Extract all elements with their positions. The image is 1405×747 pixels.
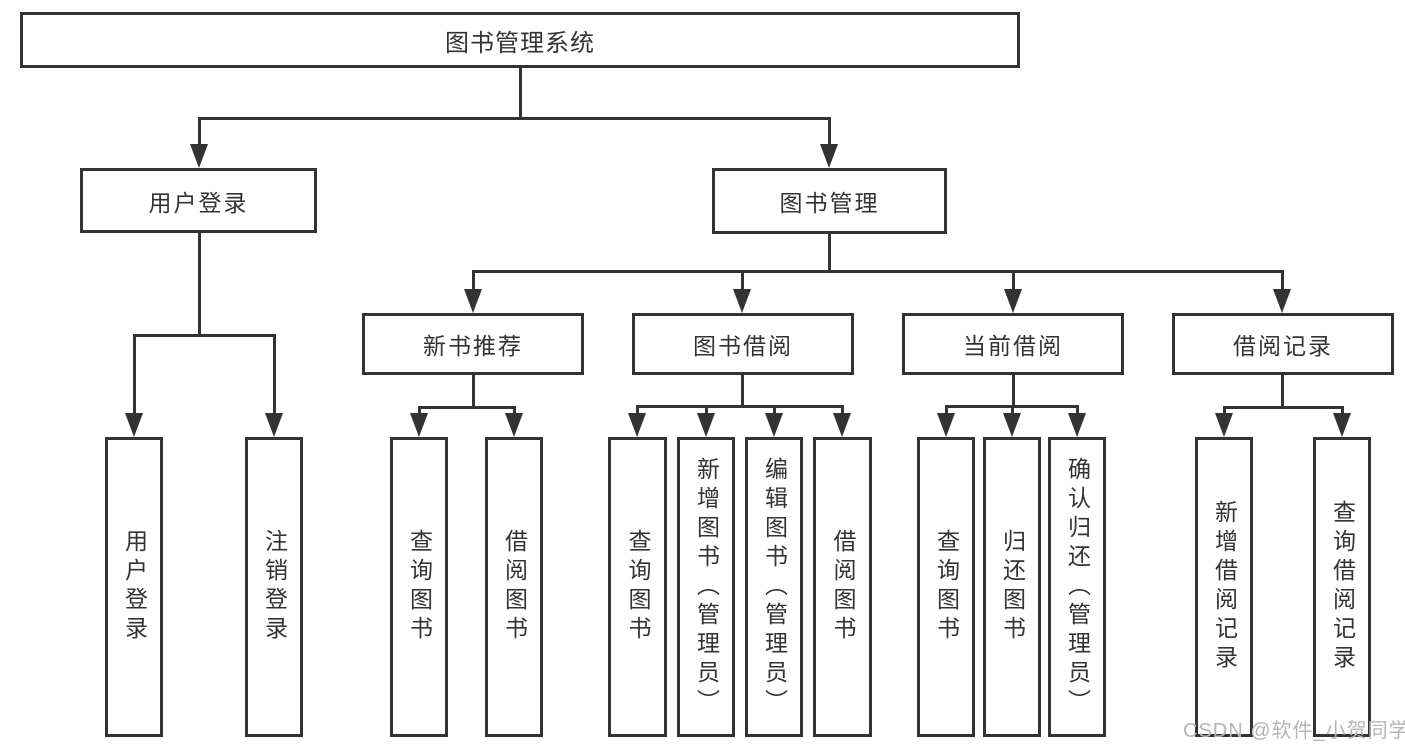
leaf-label: 查询图书 <box>625 529 651 645</box>
node-label: 图书管理 <box>779 190 880 216</box>
node-user-login: 用户登录 <box>80 168 317 233</box>
leaf-query-borrow-record: 查询借阅记录 <box>1313 437 1371 737</box>
leaf-return-books: 归还图书 <box>983 437 1041 737</box>
node-label: 图书借阅 <box>693 333 793 359</box>
leaf-label: 借阅图书 <box>830 529 856 645</box>
arrow-down-icon <box>628 413 646 437</box>
arrow-down-icon <box>765 413 783 437</box>
arrow-down-icon <box>733 289 751 313</box>
connector-line <box>272 335 276 413</box>
leaf-borrow-books: 借阅图书 <box>813 437 872 737</box>
arrow-down-icon <box>1004 289 1022 313</box>
leaf-label: 查询图书 <box>933 529 960 645</box>
leaf-label: 用户登录 <box>121 529 148 645</box>
arrow-down-icon <box>1273 289 1291 313</box>
csdn-watermark: CSDN @软件_小贺同学 <box>1183 720 1405 742</box>
node-label: 新书推荐 <box>423 333 523 359</box>
node-label: 图书管理系统 <box>445 29 595 57</box>
node-new-book-recommendation: 新书推荐 <box>362 313 584 375</box>
connector-line <box>1222 405 1344 409</box>
leaf-add-books-admin: 新增图书（管理员） <box>677 437 735 737</box>
node-borrowing-records: 借阅记录 <box>1172 313 1394 375</box>
connector-line <box>132 335 136 413</box>
connector-line <box>1340 407 1344 415</box>
arrow-down-icon <box>1068 413 1086 437</box>
arrow-down-icon <box>697 413 715 437</box>
connector-line <box>518 68 522 118</box>
connector-line <box>740 271 744 289</box>
connector-line <box>1280 375 1284 407</box>
connector-line <box>635 404 844 408</box>
leaf-label: 编辑图书（管理员） <box>761 456 788 718</box>
arrow-down-icon <box>505 413 523 437</box>
node-current-borrowing: 当前借阅 <box>902 313 1124 375</box>
leaf-label: 查询借阅记录 <box>1329 500 1356 674</box>
arrow-down-icon <box>265 413 283 437</box>
arrow-down-icon <box>190 144 208 168</box>
connector-line <box>471 269 1284 273</box>
arrow-down-icon <box>410 413 428 437</box>
arrow-down-icon <box>937 413 955 437</box>
leaf-label: 查询图书 <box>406 529 433 645</box>
connector-line <box>471 271 475 289</box>
connector-line <box>1075 406 1079 415</box>
connector-line <box>512 407 516 415</box>
leaf-user-login: 用户登录 <box>105 437 163 737</box>
leaf-label: 借阅图书 <box>501 529 528 645</box>
node-book-management: 图书管理 <box>712 168 947 234</box>
arrow-down-icon <box>1333 413 1351 437</box>
connector-line <box>197 233 201 335</box>
connector-line <box>1011 271 1015 289</box>
node-book-borrowing: 图书借阅 <box>632 313 854 375</box>
connector-line <box>827 234 831 271</box>
connector-line <box>417 405 516 409</box>
connector-line <box>197 116 831 120</box>
arrow-down-icon <box>820 144 838 168</box>
leaf-label: 确认归还（管理员） <box>1064 456 1091 718</box>
connector-line <box>1010 406 1014 415</box>
connector-line <box>840 406 844 415</box>
leaf-query-books-current: 查询图书 <box>917 437 975 737</box>
connector-line <box>635 406 639 415</box>
leaf-label: 新增借阅记录 <box>1211 500 1238 674</box>
connector-line <box>772 406 776 415</box>
arrow-down-icon <box>464 289 482 313</box>
connector-line <box>132 333 276 337</box>
node-label: 用户登录 <box>148 189 249 216</box>
leaf-label: 注销登录 <box>261 529 288 645</box>
connector-line <box>944 406 948 415</box>
arrow-down-icon <box>1003 413 1021 437</box>
leaf-edit-books-admin: 编辑图书（管理员） <box>745 437 803 737</box>
arrow-down-icon <box>1215 413 1233 437</box>
connector-line <box>1280 271 1284 289</box>
leaf-query-books-borrowing: 查询图书 <box>608 437 667 737</box>
leaf-label: 归还图书 <box>999 529 1026 645</box>
connector-line <box>417 407 421 415</box>
leaf-logout: 注销登录 <box>245 437 303 737</box>
connector-line <box>471 375 475 407</box>
connector-line <box>704 406 708 415</box>
leaf-borrow-books-recommend: 借阅图书 <box>485 437 543 737</box>
node-label: 借阅记录 <box>1233 333 1333 359</box>
connector-line <box>827 118 831 146</box>
arrow-down-icon <box>833 413 851 437</box>
node-label: 当前借阅 <box>963 333 1063 359</box>
arrow-down-icon <box>125 413 143 437</box>
leaf-query-books-recommend: 查询图书 <box>390 437 448 737</box>
leaf-confirm-return-admin: 确认归还（管理员） <box>1048 437 1106 737</box>
node-library-management-system: 图书管理系统 <box>20 12 1020 68</box>
leaf-add-borrow-record: 新增借阅记录 <box>1195 437 1253 737</box>
leaf-label: 新增图书（管理员） <box>693 456 720 718</box>
connector-line <box>197 118 201 146</box>
connector-line <box>1011 375 1015 406</box>
connector-line <box>740 375 744 406</box>
connector-line <box>1222 407 1226 415</box>
